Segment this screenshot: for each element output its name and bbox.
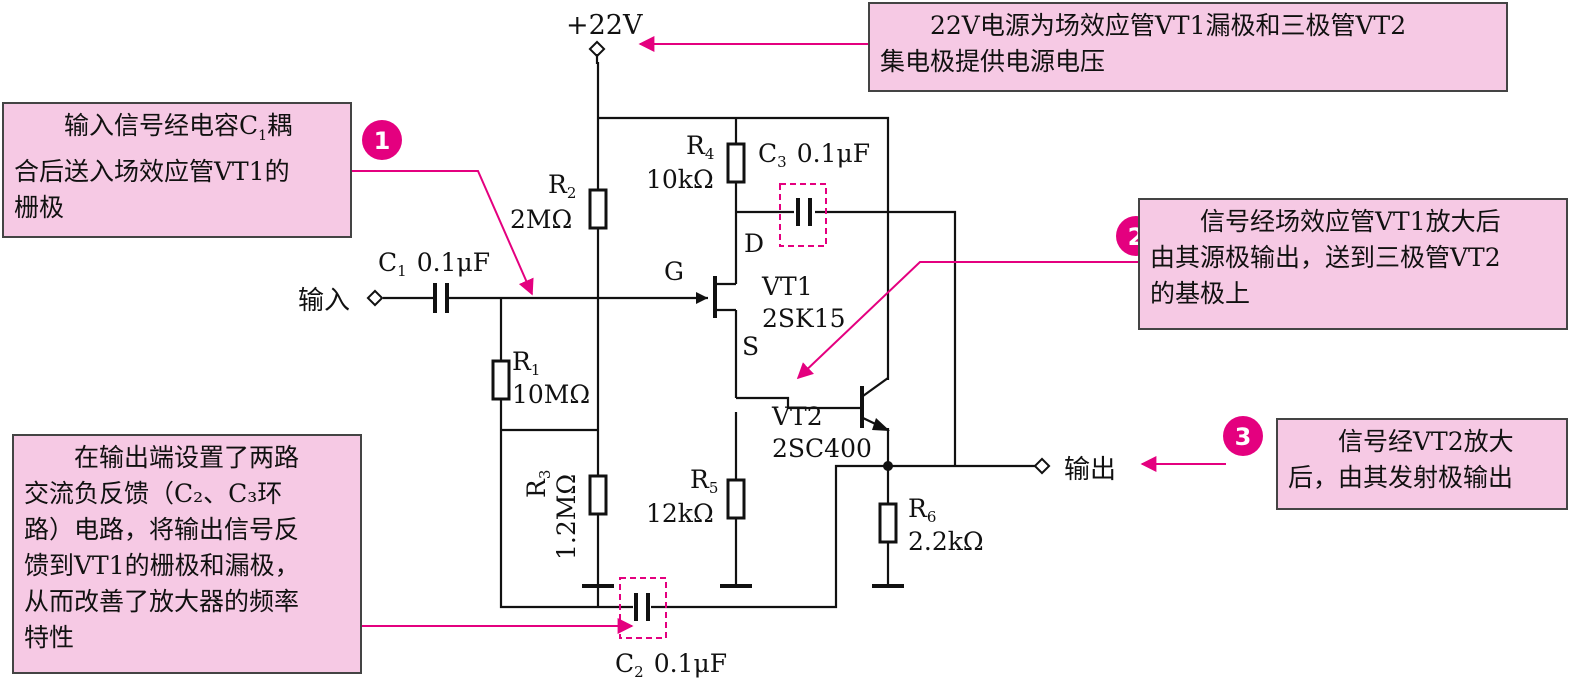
r2-label: R2 [548,170,576,202]
output-label: 输出 [1064,455,1116,485]
input-label: 输入 [298,286,350,316]
badge-1: 1 [362,120,402,160]
resistor-r5 [726,478,746,520]
r6-value: 2.2kΩ [908,527,984,556]
gate-label: G [664,257,684,286]
r5-value: 12kΩ [646,499,714,528]
r6-label: R6 [908,494,936,526]
supply-terminal [588,40,606,58]
vt1-part-label: 2SK15 [762,304,846,333]
r3-label: R3 [522,470,554,498]
note-vt2-output: 信号经VT2放大 后，由其发射极输出 [1276,418,1568,510]
note-vt1-amplify: 信号经场效应管VT1放大后 由其源极输出，送到三极管VT2 的基极上 [1138,198,1568,330]
resistor-r3 [588,474,608,516]
r5-label: R5 [690,465,718,497]
supply-label: +22V [566,10,643,41]
note-power-supply: 22V电源为场效应管VT1漏极和三极管VT2 集电极提供电源电压 [868,2,1508,92]
r4-label: R4 [686,131,714,163]
note-feedback: 在输出端设置了两路 交流负反馈（C₂、C₃环 路）电路，将输出信号反 馈到VT1… [12,434,362,674]
c2-highlight-box [619,577,667,639]
r1-label: R1 [512,347,540,379]
vt2-part-label: 2SC400 [772,434,872,463]
capacitor-c2 [634,593,650,621]
source-label: S [742,332,759,361]
drain-label: D [744,229,764,258]
badge-3: 3 [1223,416,1263,456]
svg-text:1: 1 [374,127,391,155]
input-terminal [366,289,384,307]
callout-lines [352,36,1226,634]
output-junction-dot [883,461,893,471]
output-terminal [1033,457,1051,475]
r1-value: 10MΩ [512,380,590,409]
r2-value: 2MΩ [510,205,572,234]
transistor-vt1 [713,276,738,398]
note-input: 输入信号经电容C1耦 合后送入场效应管VT1的 栅极 [2,102,352,238]
resistor-r1 [491,359,511,401]
resistor-r6 [878,502,898,544]
svg-text:3: 3 [1235,423,1252,451]
r4-value: 10kΩ [646,165,714,194]
c3-highlight-box [779,183,827,247]
vt2-label: VT2 [771,402,823,431]
capacitor-c3 [796,198,812,226]
capacitor-c1 [433,283,449,313]
vt1-label: VT1 [761,272,813,301]
vt2-emitter-arrow [872,418,890,431]
resistor-r2 [588,188,608,230]
vt1-gate-arrow [696,292,708,304]
resistor-r4 [726,142,746,184]
r3-value: 1.2MΩ [552,474,581,560]
